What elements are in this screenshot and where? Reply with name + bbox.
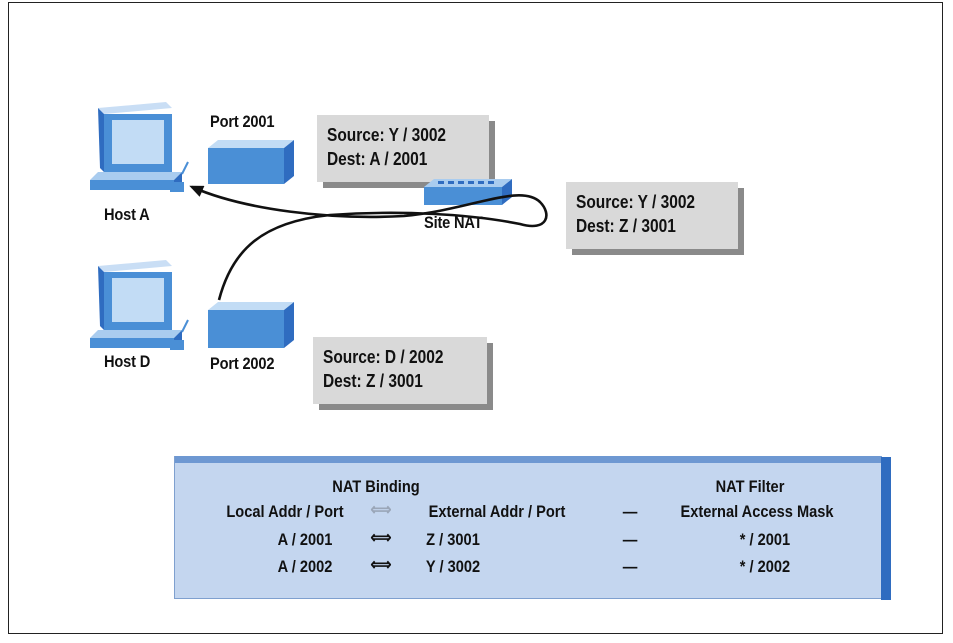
host-a-label: Host A (104, 205, 150, 224)
host-a-computer-icon (90, 102, 189, 192)
row1-mask: * / 2001 (739, 530, 791, 549)
nat-filter-title: NAT Filter (715, 477, 785, 496)
header-mask: External Access Mask (680, 502, 834, 521)
nat-binding-title: NAT Binding (332, 477, 420, 496)
packet-info-bottom: Source: D / 2002 Dest: Z / 3001 (313, 337, 487, 404)
packet-bottom-dest: Dest: Z / 3001 (323, 371, 423, 391)
packet-right-source: Source: Y / 3002 (576, 192, 696, 212)
packet-right-dest: Dest: Z / 3001 (576, 216, 676, 236)
row1-external: Z / 3001 (426, 530, 480, 549)
packet-info-top: Source: Y / 3002 Dest: A / 2001 (317, 115, 489, 182)
header-local: Local Addr / Port (226, 502, 344, 521)
port-2002-label: Port 2002 (210, 354, 275, 373)
packet-top-dest: Dest: A / 2001 (327, 149, 428, 169)
port-2001-box-icon (208, 140, 294, 184)
nat-table-sidebar (881, 457, 891, 600)
host-d-computer-icon (90, 260, 189, 350)
header-external: External Addr / Port (428, 502, 566, 521)
row2-bidirectional-arrow-icon: ⟺ (370, 555, 392, 574)
host-d-label: Host D (104, 352, 151, 371)
packet-bottom-source: Source: D / 2002 (323, 347, 444, 367)
diagram-frame (8, 2, 943, 634)
nat-table-topbar (175, 456, 881, 463)
nat-table-panel: NAT Binding NAT Filter Local Addr / Port… (174, 456, 891, 600)
row1-local: A / 2001 (277, 530, 333, 549)
port-2001-label: Port 2001 (210, 112, 275, 131)
row1-bidirectional-arrow-icon: ⟺ (370, 528, 392, 547)
header-dash: — (622, 502, 638, 521)
row2-mask: * / 2002 (739, 557, 791, 576)
row2-external: Y / 3002 (425, 557, 481, 576)
row2-dash: — (622, 557, 638, 576)
packet-top-source: Source: Y / 3002 (327, 125, 447, 145)
packet-info-right: Source: Y / 3002 Dest: Z / 3001 (566, 182, 738, 249)
header-bidirectional-arrow-icon: ⟺ (370, 500, 392, 519)
row1-dash: — (622, 530, 638, 549)
row2-local: A / 2002 (277, 557, 333, 576)
port-2002-box-icon (208, 302, 294, 348)
